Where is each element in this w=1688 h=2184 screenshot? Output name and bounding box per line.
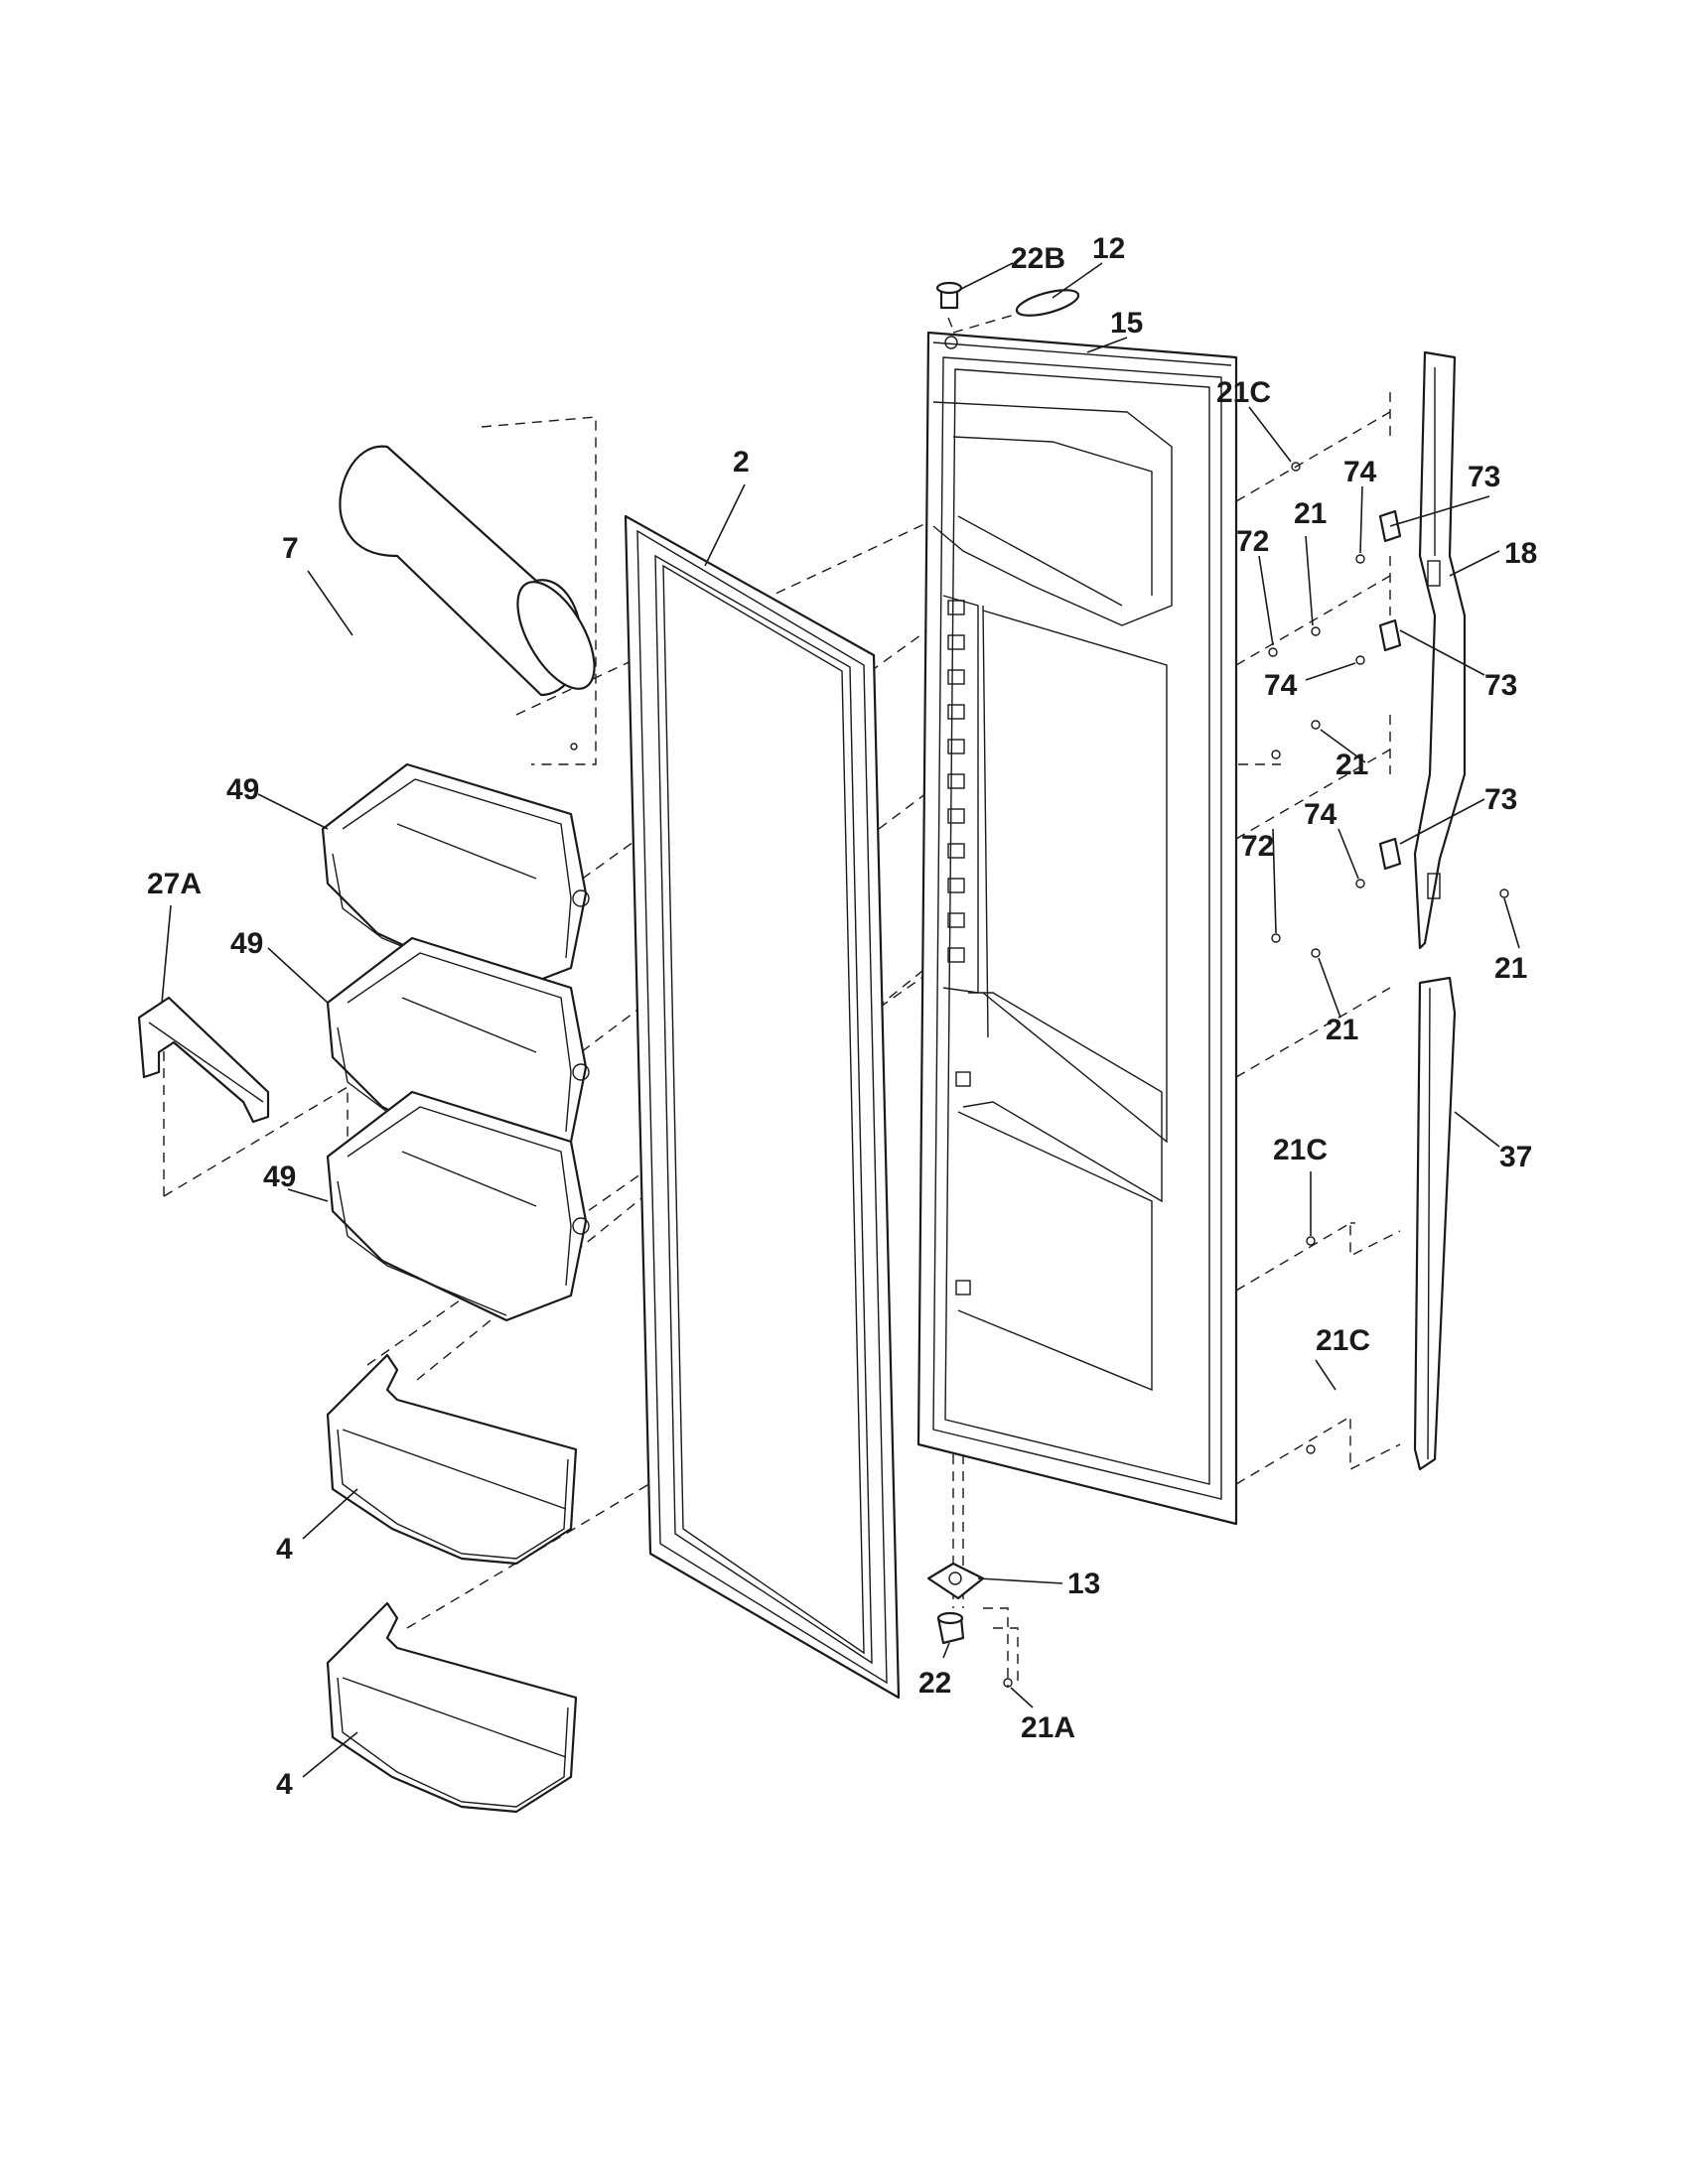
label-49-top: 49 bbox=[226, 773, 259, 806]
label-27a: 27A bbox=[147, 868, 202, 900]
part-labels: 22B 12 15 2 7 49 27A 49 49 4 4 21C 74 73… bbox=[147, 232, 1537, 1801]
label-7: 7 bbox=[282, 532, 299, 565]
part-21a-screw bbox=[1003, 1678, 1013, 1688]
label-74-top: 74 bbox=[1343, 456, 1377, 488]
label-21c-top: 21C bbox=[1216, 376, 1271, 409]
part-7-cylinder-cover bbox=[339, 445, 596, 751]
label-21-right: 21 bbox=[1494, 952, 1527, 985]
part-73-brackets bbox=[1378, 509, 1402, 871]
part-15-door-liner bbox=[916, 331, 1238, 1526]
label-18: 18 bbox=[1504, 537, 1537, 570]
label-21-third: 21 bbox=[1326, 1014, 1358, 1046]
label-49-middle: 49 bbox=[230, 927, 263, 960]
label-74-bottom: 74 bbox=[1304, 798, 1337, 831]
label-12: 12 bbox=[1092, 232, 1125, 265]
label-73-middle: 73 bbox=[1484, 669, 1517, 702]
part-13-hinge-plate bbox=[926, 1562, 985, 1600]
label-21c-middle: 21C bbox=[1273, 1134, 1328, 1166]
part-37-handle-trim bbox=[1413, 976, 1457, 1471]
label-37: 37 bbox=[1499, 1141, 1532, 1173]
label-2: 2 bbox=[733, 446, 750, 478]
label-21c-bottom: 21C bbox=[1316, 1324, 1370, 1357]
label-72-top: 72 bbox=[1236, 525, 1269, 558]
label-49-bottom: 49 bbox=[263, 1160, 296, 1193]
label-74-middle: 74 bbox=[1264, 669, 1298, 702]
label-22b: 22B bbox=[1011, 242, 1065, 275]
label-22: 22 bbox=[918, 1667, 951, 1700]
label-73-top: 73 bbox=[1468, 461, 1500, 493]
label-4-lower: 4 bbox=[276, 1768, 293, 1801]
label-72-bottom: 72 bbox=[1241, 830, 1274, 863]
label-13: 13 bbox=[1067, 1568, 1100, 1600]
part-12-cap bbox=[1015, 289, 1080, 317]
part-27a-cover bbox=[137, 996, 270, 1124]
label-21-second: 21 bbox=[1336, 749, 1368, 781]
label-4-upper: 4 bbox=[276, 1533, 293, 1566]
label-15: 15 bbox=[1110, 307, 1143, 340]
label-73-bottom: 73 bbox=[1484, 783, 1517, 816]
part-22-bushing bbox=[936, 1611, 965, 1645]
part-4-shelf-bin-upper bbox=[326, 1353, 578, 1566]
part-4-shelf-bin-lower bbox=[326, 1601, 578, 1814]
part-49-door-bin-top bbox=[321, 762, 590, 995]
label-leader-lines bbox=[161, 262, 1520, 1778]
part-22b-bushing bbox=[935, 281, 963, 310]
part-2-door-gasket bbox=[624, 514, 901, 1700]
part-49-door-bin-bottom bbox=[326, 1090, 590, 1322]
label-21a: 21A bbox=[1021, 1711, 1075, 1744]
label-21-first: 21 bbox=[1294, 497, 1327, 530]
fasteners bbox=[1268, 462, 1509, 1454]
part-18-handle bbox=[1413, 350, 1467, 950]
door-rack-pegs bbox=[947, 600, 971, 1296]
